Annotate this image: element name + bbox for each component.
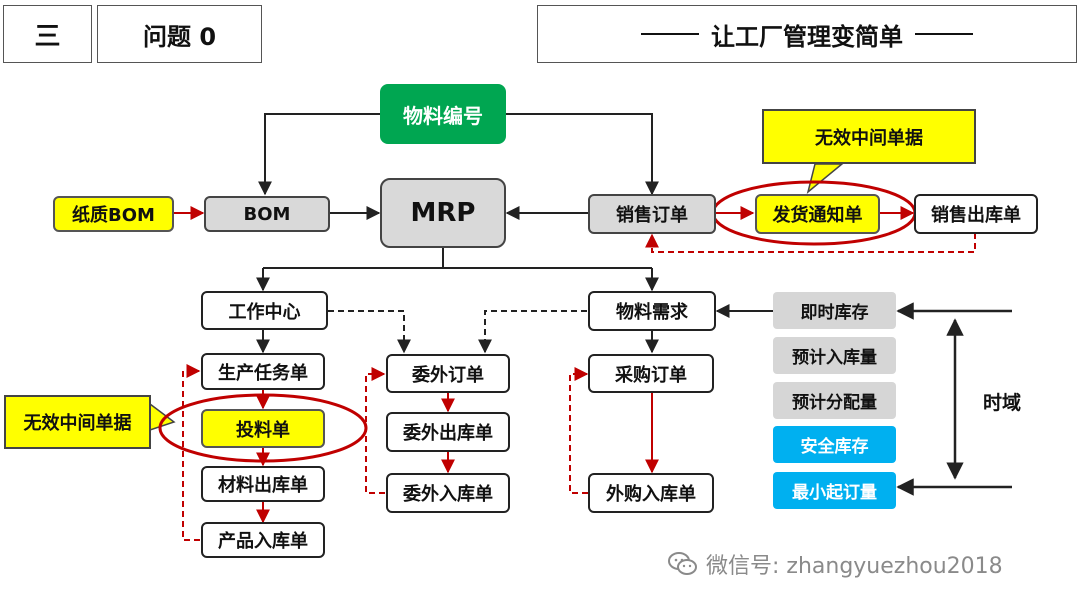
factor-expected-allocation: 预计分配量 bbox=[773, 382, 896, 419]
paper-bom-node: 纸质BOM bbox=[53, 196, 174, 232]
material-code-node: 物料编号 bbox=[380, 84, 506, 144]
watermark: 微信号: zhangyuezhou2018 bbox=[668, 548, 1003, 580]
wechat-icon bbox=[668, 552, 697, 575]
delivery-notice-node: 发货通知单 bbox=[755, 194, 880, 234]
material-demand-node: 物料需求 bbox=[588, 291, 716, 331]
purchase-inbound-node: 外购入库单 bbox=[588, 473, 714, 513]
time-domain-label: 时域 bbox=[983, 392, 1022, 414]
factor-current-stock: 即时库存 bbox=[773, 292, 896, 329]
factor-expected-inbound: 预计入库量 bbox=[773, 337, 896, 374]
highlight-ellipse-feeding bbox=[158, 393, 368, 463]
outsource-order-node: 委外订单 bbox=[386, 354, 510, 393]
factor-min-order-qty: 最小起订量 bbox=[773, 472, 896, 509]
invalid-docs-callout-top: 无效中间单据 bbox=[762, 109, 976, 164]
title-dash-left bbox=[641, 33, 699, 35]
page-title: 让工厂管理变简单 bbox=[537, 5, 1077, 63]
product-inbound-node: 产品入库单 bbox=[201, 522, 325, 558]
section-number: 三 bbox=[3, 5, 92, 63]
production-task-node: 生产任务单 bbox=[201, 353, 325, 390]
page-title-text: 让工厂管理变简单 bbox=[711, 22, 903, 51]
purchase-order-node: 采购订单 bbox=[588, 354, 714, 393]
outsource-outbound-node: 委外出库单 bbox=[386, 412, 510, 452]
question-label: 问题 0 bbox=[97, 5, 262, 63]
material-outbound-node: 材料出库单 bbox=[201, 466, 325, 502]
work-center-node: 工作中心 bbox=[201, 291, 328, 330]
feeding-order-node: 投料单 bbox=[201, 409, 325, 448]
bom-node: BOM bbox=[204, 196, 330, 232]
mrp-node: MRP bbox=[380, 178, 506, 248]
sales-outbound-node: 销售出库单 bbox=[914, 194, 1038, 234]
invalid-docs-callout-left: 无效中间单据 bbox=[4, 395, 151, 449]
watermark-text: 微信号: zhangyuezhou2018 bbox=[706, 554, 1003, 579]
factor-safety-stock: 安全库存 bbox=[773, 426, 896, 463]
outsource-inbound-node: 委外入库单 bbox=[386, 473, 510, 513]
sales-order-node: 销售订单 bbox=[588, 194, 716, 234]
title-dash-right bbox=[915, 33, 973, 35]
